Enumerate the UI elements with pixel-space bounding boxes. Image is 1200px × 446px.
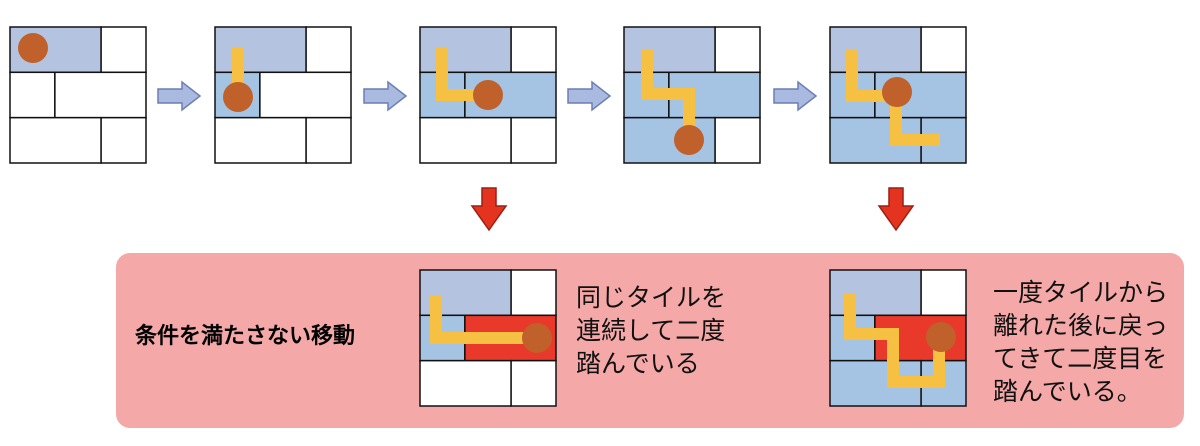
tile [510, 359, 557, 407]
case2-caption-line: 一度タイルから [993, 278, 1169, 307]
path-case-1 [430, 296, 534, 344]
tile [100, 26, 147, 74]
tile [305, 26, 352, 74]
tile [419, 359, 512, 407]
tile [920, 269, 967, 317]
path-step-5 [846, 50, 940, 146]
tile [214, 116, 307, 164]
ball-icon [18, 33, 48, 63]
tile [9, 116, 102, 164]
ball-icon [223, 82, 253, 112]
path-case-2 [844, 294, 945, 388]
right-arrow-icon [567, 80, 612, 112]
tile [419, 26, 512, 74]
board-step-2 [214, 26, 352, 164]
tile [829, 269, 922, 317]
right-arrow-icon [157, 80, 202, 112]
tile [714, 116, 761, 164]
path-step-3 [436, 48, 488, 101]
case2-caption: 一度タイルから 離れた後に戻っ てきて二度目を 踏んでいる。 [993, 276, 1168, 408]
ball-icon [882, 77, 912, 107]
invalid-move-label: 条件を満たさない移動 [135, 324, 356, 349]
tile [419, 116, 512, 164]
tile [9, 71, 56, 119]
tile [714, 26, 761, 74]
tile [510, 269, 557, 317]
tile [510, 116, 557, 164]
ball-icon [674, 125, 704, 155]
right-arrow-icon [773, 80, 818, 112]
ball-icon [473, 80, 503, 110]
tile [259, 71, 352, 119]
case1-caption-line: 連続して二度 [576, 316, 726, 345]
tile [623, 26, 716, 74]
case1-caption-line: 踏んでいる [576, 349, 700, 378]
case2-caption-line: てきて二度目を [993, 344, 1168, 373]
case2-caption-line: 踏んでいる。 [993, 377, 1142, 406]
right-arrow-icon [363, 80, 408, 112]
tile [100, 116, 147, 164]
tile [829, 26, 922, 74]
ball-icon [926, 322, 956, 352]
tile [54, 71, 147, 119]
tile [920, 26, 967, 74]
tile [510, 26, 557, 74]
down-arrow-icon [877, 187, 915, 232]
case2-caption-line: 離れた後に戻っ [993, 311, 1169, 340]
case1-caption-line: 同じタイルを [576, 283, 727, 312]
tile [214, 26, 307, 74]
ball-icon [522, 323, 552, 353]
case1-caption: 同じタイルを 連続して二度 踏んでいる [576, 281, 726, 380]
board-step-1 [9, 26, 147, 164]
tile [305, 116, 352, 164]
path-step-4 [641, 50, 695, 140]
down-arrow-icon [470, 187, 508, 232]
